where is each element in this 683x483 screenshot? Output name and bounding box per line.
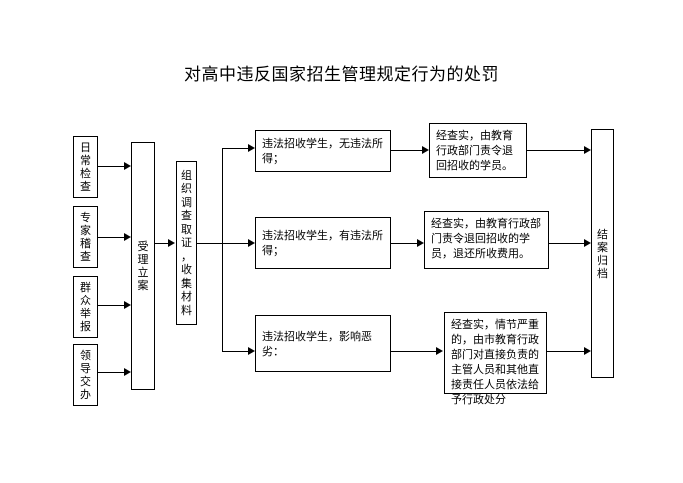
result-box-illegal-gain: 经查实，由教育行政部门责令退回招收的学员，退还所收费用。: [424, 211, 549, 269]
source-char: 专: [80, 211, 91, 224]
case-box-no-illegal-gain: 违法招收学生，无违法所得；: [255, 130, 391, 172]
investigate-box: 组 织 调 查 取 证 ， 收 集 材 料: [176, 161, 197, 325]
connector-line: [197, 243, 222, 244]
accept-char: 受: [137, 240, 149, 253]
source-box-daily-inspection: 日 常 检 查: [73, 136, 98, 198]
arrow-head: [168, 239, 175, 247]
connector-line: [98, 166, 124, 167]
connector-line: [391, 150, 422, 151]
source-char: 常: [80, 154, 91, 167]
source-char: 交: [80, 375, 91, 388]
source-box-public-report: 群 众 举 报: [73, 276, 98, 338]
source-char: 众: [80, 294, 91, 307]
connector-line: [549, 243, 584, 244]
result-box-severe-impact: 经查实，情节严重的，由市教育行政部门对直接负责的主管人员和其他直接责任人员依法给…: [444, 312, 547, 406]
diagram-title: 对高中违反国家招生管理规定行为的处罚: [184, 65, 499, 85]
connector-line: [222, 351, 248, 352]
close-char: 档: [597, 266, 608, 280]
source-box-expert-audit: 专 家 稽 查: [73, 206, 98, 268]
case-box-severe-impact: 违法招收学生，影响恶劣：: [255, 315, 391, 372]
investigate-char: 组: [181, 168, 192, 182]
connector-line: [98, 372, 124, 373]
arrow-head: [124, 162, 131, 170]
investigate-char: ，: [181, 249, 192, 263]
source-char: 稽: [80, 237, 91, 250]
close-archive-box: 结 案 归 档: [591, 129, 614, 378]
source-char: 群: [80, 281, 91, 294]
investigate-char: 查: [181, 209, 192, 223]
source-char: 查: [80, 250, 91, 263]
case-box-illegal-gain: 违法招收学生，有违法所得；: [255, 217, 391, 269]
source-char: 导: [80, 362, 91, 375]
source-char: 日: [80, 141, 91, 154]
result-text: 经查实，由教育行政部门责令退回招收的学员。: [436, 129, 513, 172]
investigate-char: 料: [181, 303, 192, 317]
case-label: 违法招收学生，有违法所得；: [262, 229, 383, 257]
branch-vertical-line: [222, 148, 223, 351]
connector-line: [391, 351, 436, 352]
arrow-head: [248, 144, 255, 152]
connector-line: [391, 243, 417, 244]
source-char: 家: [80, 224, 91, 237]
close-char: 案: [597, 240, 608, 254]
connector-line: [222, 243, 248, 244]
arrow-head: [248, 347, 255, 355]
arrow-head: [124, 368, 131, 376]
arrow-head: [422, 146, 429, 154]
investigate-char: 调: [181, 195, 192, 209]
accept-char: 理: [137, 253, 149, 266]
accept-char: 立: [137, 266, 149, 279]
source-char: 报: [80, 320, 91, 333]
source-char: 领: [80, 349, 91, 362]
investigate-char: 织: [181, 182, 192, 196]
source-char: 办: [80, 388, 91, 401]
arrow-head: [584, 347, 591, 355]
source-char: 检: [80, 167, 91, 180]
result-text: 经查实，由教育行政部门责令退回招收的学员，退还所收费用。: [431, 217, 541, 260]
investigate-char: 集: [181, 276, 192, 290]
result-box-no-illegal-gain: 经查实，由教育行政部门责令退回招收的学员。: [429, 123, 527, 178]
connector-line: [547, 351, 584, 352]
connector-line: [98, 237, 124, 238]
accept-char: 案: [137, 279, 149, 292]
arrow-head: [124, 233, 131, 241]
connector-line: [155, 243, 168, 244]
source-char: 举: [80, 307, 91, 320]
investigate-char: 取: [181, 222, 192, 236]
connector-line: [222, 148, 248, 149]
arrow-head: [584, 239, 591, 247]
arrow-head: [124, 301, 131, 309]
source-box-leader-assignment: 领 导 交 办: [73, 344, 98, 406]
investigate-char: 收: [181, 263, 192, 277]
investigate-char: 材: [181, 290, 192, 304]
case-label: 违法招收学生，无违法所得；: [262, 137, 383, 165]
source-char: 查: [80, 180, 91, 193]
investigate-char: 证: [181, 236, 192, 250]
close-char: 结: [597, 227, 608, 241]
connector-line: [98, 305, 124, 306]
arrow-head: [436, 347, 443, 355]
accept-case-box: 受 理 立 案: [131, 142, 155, 390]
arrow-head: [584, 146, 591, 154]
connector-line: [527, 150, 584, 151]
result-text: 经查实，情节严重的，由市教育行政部门对直接负责的主管人员和其他直接责任人员依法给…: [451, 318, 539, 406]
close-char: 归: [597, 253, 608, 267]
arrow-head: [417, 239, 424, 247]
arrow-head: [248, 239, 255, 247]
case-label: 违法招收学生，影响恶劣：: [262, 329, 372, 358]
